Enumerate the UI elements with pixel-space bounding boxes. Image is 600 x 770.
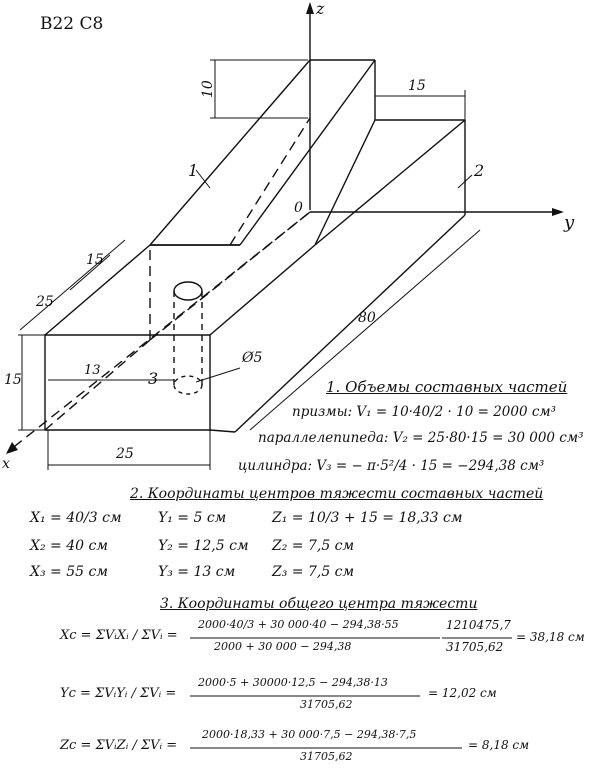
zc-numerator: 2000·18,33 + 30 000·7,5 − 294,38·7,5: [202, 728, 417, 741]
coord-y3: Y₃ = 13 см: [158, 564, 236, 580]
label-axis-z: z: [315, 0, 325, 18]
header-code: В22 С8: [40, 14, 104, 34]
section1-prism: призмы: V₁ = 10·40/2 · 10 = 2000 см³: [292, 404, 557, 420]
coord-x1: X₁ = 40/3 см: [30, 510, 122, 526]
label-part-2: 2: [473, 161, 484, 180]
xc-mid-denominator: 31705,62: [446, 640, 504, 654]
zc-lhs: Zc = ΣVᵢZᵢ / ΣVᵢ =: [60, 738, 178, 753]
section2-title: 2. Координаты центров тяжести составных …: [130, 486, 544, 502]
xc-lhs: Xc = ΣVᵢXᵢ / ΣVᵢ =: [60, 628, 178, 643]
coord-z3: Z₃ = 7,5 см: [272, 564, 355, 580]
dim-25-left: 25: [35, 294, 54, 310]
label-part-1: 1: [188, 161, 198, 180]
section1-title: 1. Объемы составных частей: [326, 378, 568, 396]
xc-mid-numerator: 1210475,7: [446, 618, 511, 632]
dim-15-left: 15: [86, 252, 104, 268]
coord-x3: X₃ = 55 см: [30, 564, 108, 580]
xc-denominator: 2000 + 30 000 − 294,38: [214, 640, 352, 653]
coord-y2: Y₂ = 12,5 см: [158, 538, 249, 554]
dim-13: 13: [84, 363, 101, 378]
yc-denominator: 31705,62: [300, 698, 353, 711]
cylinder-hole: [173, 281, 203, 395]
label-part-3: 3: [148, 369, 158, 388]
coord-y1: Y₁ = 5 см: [158, 510, 227, 526]
section1-box: параллелепипеда: V₂ = 25·80·15 = 30 000 …: [258, 430, 584, 446]
yc-result: = 12,02 см: [428, 686, 497, 700]
dim-80: 80: [358, 310, 376, 326]
dim-10: 10: [200, 80, 216, 98]
xc-numerator: 2000·40/3 + 30 000·40 − 294,38·55: [198, 618, 399, 631]
dim-diameter: Ø5: [241, 350, 262, 366]
label-axis-y: y: [563, 212, 575, 233]
coord-z1: Z₁ = 10/3 + 15 = 18,33 см: [272, 510, 463, 526]
coord-x2: X₂ = 40 см: [30, 538, 108, 554]
yc-numerator: 2000·5 + 30000·12,5 − 294,38·13: [198, 676, 388, 689]
dim-25-bottom: 25: [115, 446, 134, 462]
label-axis-x: x: [2, 456, 10, 472]
xc-result: = 38,18 см: [516, 630, 585, 644]
yc-lhs: Yc = ΣVᵢYᵢ / ΣVᵢ =: [60, 686, 177, 701]
zc-denominator: 31705,62: [300, 750, 353, 763]
section1-cylinder: цилиндра: V₃ = − π·5²/4 · 15 = −294,38 с…: [238, 458, 545, 474]
zc-result: = 8,18 см: [468, 738, 530, 752]
dim-15-top: 15: [408, 78, 426, 94]
coord-z2: Z₂ = 7,5 см: [272, 538, 355, 554]
dim-15-height: 15: [4, 372, 22, 388]
hidden-edges: [44, 211, 311, 431]
dimension-lines: [18, 59, 481, 470]
section3-title: 3. Координаты общего центра тяжести: [160, 596, 478, 612]
label-origin: 0: [294, 200, 303, 216]
prism-outline: [149, 59, 376, 246]
